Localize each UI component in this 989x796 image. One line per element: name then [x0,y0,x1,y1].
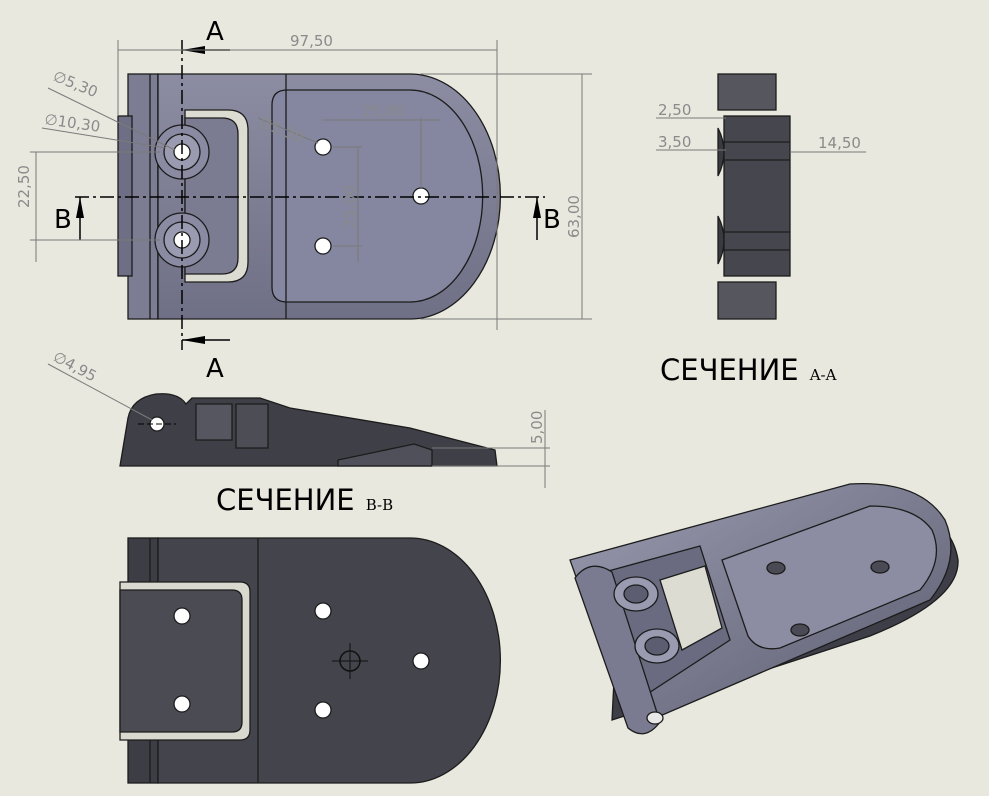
iso-plate [721,505,938,650]
raised-plate [271,89,484,303]
dim-hole-spacing: 22,50 [15,165,33,208]
section-bb-profile [119,393,498,467]
plate-hole-2 [412,187,430,205]
iso-pivot-hole [646,711,664,725]
dim-overall-height: 63,00 [565,195,583,238]
bottom-hole-5 [412,652,430,670]
dim-aa-2-50: 2,50 [658,101,691,119]
section-bb-title: СЕЧЕНИЕ B-B [216,483,393,517]
dim-bb-diam: ∅4,95 [50,348,99,386]
dim-aa-3-50: 3,50 [658,133,691,151]
section-b-label-left: B [54,205,72,235]
dim-overall-width: 97,50 [290,32,333,50]
top-view: A A B B 97,50 63,00 22,50 ∅5,30 ∅10,30 ∅… [15,17,592,384]
section-aa-title: СЕЧЕНИЕ A-A [660,353,837,387]
section-aa-view: 2,50 3,50 14,50 СЕЧЕНИЕ A-A [656,73,866,387]
dim-diam-5-30-a: ∅5,30 [51,67,101,101]
bottom-hole-1 [173,607,191,625]
section-a-label-bottom: A [206,354,224,384]
iso-boss-upper [613,576,659,612]
dim-bb-height: 5,00 [528,411,546,444]
iso-plate-hole-1 [766,561,786,575]
isometric-view [569,482,959,735]
iso-plate-hole-3 [790,623,810,637]
bottom-hole-3 [314,602,332,620]
iso-plate-hole-2 [870,560,890,574]
section-bb-view: ∅4,95 5,00 СЕЧЕНИЕ B-B [47,348,550,517]
dim-aa-14-50: 14,50 [818,134,861,152]
plate-hole-3 [314,237,332,255]
section-a-label-top: A [206,17,224,47]
dim-hole-offset-v: 25,00 [341,185,359,228]
bottom-view [119,537,502,784]
dim-hole-offset-h: 25,00 [362,102,405,120]
bottom-hole-4 [314,701,332,719]
section-b-label-right: B [543,205,561,235]
bottom-hole-2 [173,695,191,713]
plate-hole-1 [314,138,332,156]
dim-diam-10-30: ∅10,30 [43,110,101,136]
iso-boss-lower [634,628,680,664]
